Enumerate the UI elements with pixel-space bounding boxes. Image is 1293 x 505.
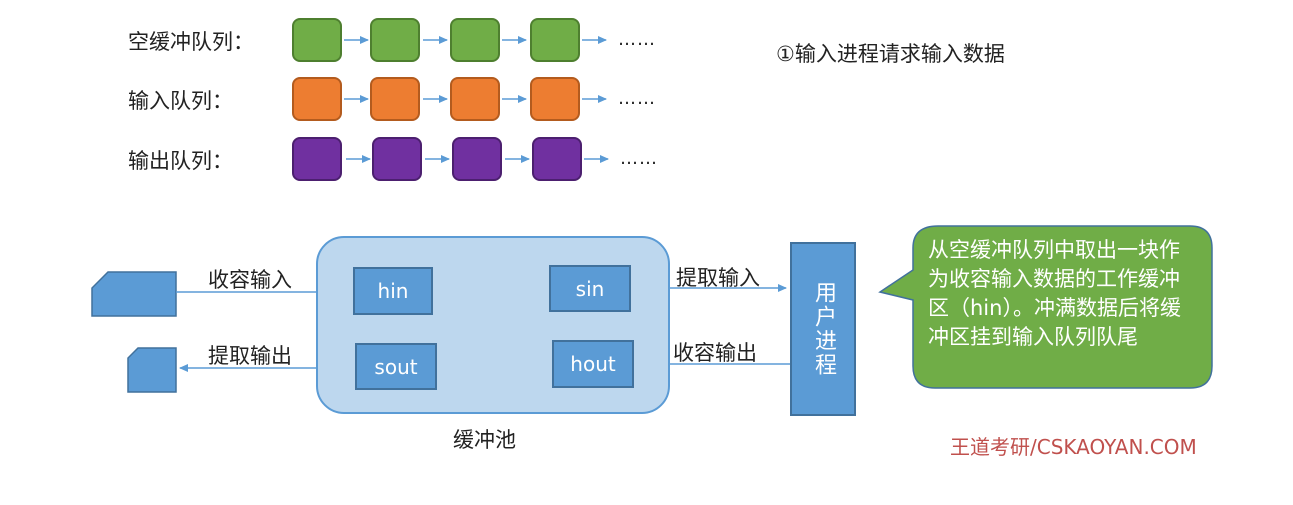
step-title: ①输入进程请求输入数据 <box>776 42 1005 66</box>
output-device-icon <box>127 347 177 393</box>
user-process-box: 用户进程 <box>790 242 856 416</box>
hin-buffer: hin <box>353 267 433 315</box>
buffer-pool-label: 缓冲池 <box>453 428 516 452</box>
empty-buffer-3 <box>450 18 500 62</box>
input-device-icon <box>91 271 177 317</box>
empty-buffer-2 <box>370 18 420 62</box>
output-queue-label: 输出队列： <box>128 149 233 173</box>
callout-bubble <box>878 225 1213 389</box>
empty-queue-label: 空缓冲队列： <box>128 30 254 54</box>
output-buffer-3 <box>452 137 502 181</box>
extract-input-label: 提取输入 <box>676 266 760 290</box>
output-buffer-2 <box>372 137 422 181</box>
empty-queue-ellipsis: …… <box>618 29 656 50</box>
input-buffer-4 <box>530 77 580 121</box>
output-queue-ellipsis: …… <box>620 148 658 169</box>
input-queue-label: 输入队列： <box>128 89 233 113</box>
input-queue-ellipsis: …… <box>618 88 656 109</box>
input-buffer-1 <box>292 77 342 121</box>
callout-text: 从空缓冲队列中取出一块作为收容输入数据的工作缓冲区（hin）。冲满数据后将缓冲区… <box>928 238 1181 349</box>
empty-buffer-4 <box>530 18 580 62</box>
brand-watermark: 王道考研/CSKAOYAN.COM <box>950 435 1197 459</box>
collect-input-label: 收容输入 <box>208 268 292 292</box>
sin-buffer: sin <box>549 265 631 312</box>
output-buffer-4 <box>532 137 582 181</box>
sout-buffer: sout <box>355 343 437 390</box>
empty-buffer-1 <box>292 18 342 62</box>
input-buffer-2 <box>370 77 420 121</box>
collect-output-label: 收容输出 <box>673 341 757 365</box>
hout-buffer: hout <box>552 340 634 388</box>
input-buffer-3 <box>450 77 500 121</box>
output-buffer-1 <box>292 137 342 181</box>
extract-output-label: 提取输出 <box>208 344 292 368</box>
